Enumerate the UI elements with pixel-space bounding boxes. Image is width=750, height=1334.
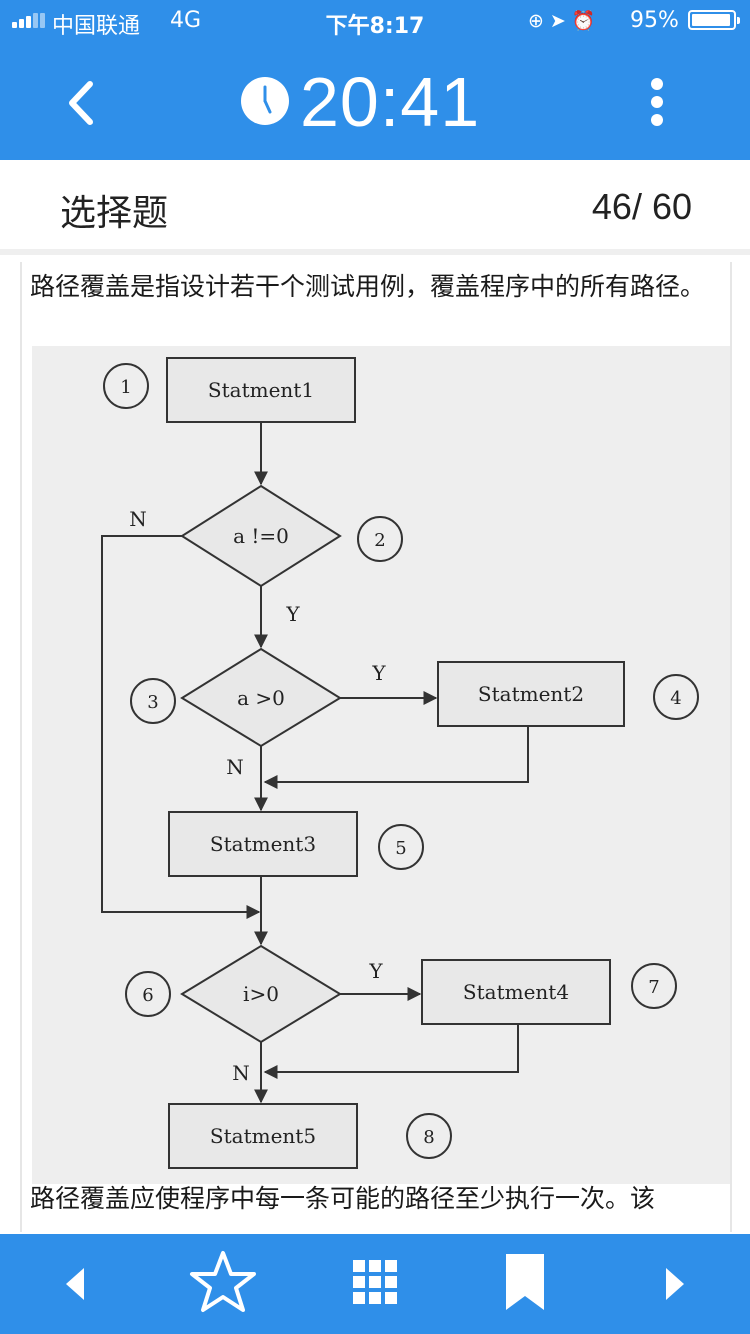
- flow-marker-6: [125, 971, 171, 1017]
- flow-marker-label-3: 3: [147, 692, 158, 713]
- grid-icon: [353, 1260, 397, 1304]
- flow-marker-5: [378, 824, 424, 870]
- flow-marker-label-8: 8: [423, 1127, 434, 1148]
- flow-marker-label-1: 1: [120, 377, 131, 398]
- star-icon: [190, 1251, 256, 1312]
- bookmark-icon: [506, 1254, 544, 1310]
- flow-marker-label-7: 7: [648, 977, 659, 998]
- question-grid-button[interactable]: [330, 1234, 420, 1334]
- flow-label-a-gt-0: a >0: [237, 686, 285, 710]
- flowchart-image: Statment1 a !=0 a >0 Statment2 Statment3…: [32, 346, 730, 1184]
- flow-label-a-ne-0: a !=0: [233, 524, 289, 548]
- network-label: 4G: [170, 8, 202, 33]
- flow-marker-label-2: 2: [374, 530, 385, 551]
- flow-marker-label-5: 5: [395, 838, 406, 859]
- flow-edge-y-1: Y: [285, 602, 300, 626]
- favorite-button[interactable]: [178, 1234, 268, 1334]
- flow-box-statment1: [166, 357, 356, 423]
- prev-button[interactable]: [30, 1234, 120, 1334]
- flow-marker-4: [653, 674, 699, 720]
- flow-marker-3: [130, 678, 176, 724]
- flow-box-statment3: [168, 811, 358, 877]
- battery-percent: 95%: [630, 8, 679, 33]
- status-icons: ⊕➤⏰: [528, 9, 602, 32]
- top-bar: 中国联通 4G 下午8:17 ⊕➤⏰ 95% 20:41: [0, 0, 750, 160]
- lock-rotation-icon: ⊕: [528, 10, 550, 32]
- flow-marker-7: [631, 963, 677, 1009]
- back-button[interactable]: [52, 70, 112, 136]
- bookmark-button[interactable]: [480, 1234, 570, 1334]
- flow-marker-1: [103, 363, 149, 409]
- flow-edge-y-2: Y: [371, 661, 386, 685]
- question-header: 选择题 46/ 60: [0, 160, 750, 255]
- alarm-icon: ⏰: [571, 10, 602, 32]
- battery-icon: [688, 10, 740, 30]
- flow-edge-n-2: N: [226, 755, 244, 779]
- question-content: 路径覆盖是指设计若干个测试用例，覆盖程序中的所有路径。: [20, 262, 732, 1232]
- flow-box-statment5: [168, 1103, 358, 1169]
- flow-box-statment4: [421, 959, 611, 1025]
- question-progress: 46/ 60: [591, 186, 692, 227]
- location-icon: ➤: [549, 10, 572, 32]
- flow-marker-label-6: 6: [142, 985, 153, 1006]
- question-explanation: 路径覆盖应使程序中每一条可能的路径至少执行一次。该: [30, 1184, 656, 1213]
- flow-marker-8: [406, 1113, 452, 1159]
- more-button[interactable]: [640, 76, 676, 128]
- flow-label-statment5: Statment5: [210, 1124, 316, 1148]
- flow-marker-label-4: 4: [670, 688, 681, 709]
- next-button[interactable]: [630, 1234, 720, 1334]
- flow-label-statment1: Statment1: [208, 378, 314, 402]
- next-icon: [666, 1268, 684, 1300]
- question-type: 选择题: [60, 193, 169, 234]
- clock-icon: [240, 76, 290, 126]
- flow-label-statment3: Statment3: [210, 832, 316, 856]
- prev-icon: [66, 1268, 84, 1300]
- flow-edge-n-1: N: [129, 507, 147, 531]
- signal-icon: [12, 12, 45, 28]
- flow-edge-n-3: N: [232, 1061, 250, 1085]
- status-bar: 中国联通 4G 下午8:17 ⊕➤⏰ 95%: [0, 0, 750, 40]
- flow-label-statment4: Statment4: [463, 980, 569, 1004]
- status-time: 下午8:17: [325, 14, 425, 39]
- flow-edge-y-3: Y: [368, 959, 383, 983]
- bottom-toolbar: [0, 1234, 750, 1334]
- flow-label-statment2: Statment2: [478, 682, 584, 706]
- flow-box-statment2: [437, 661, 625, 727]
- carrier-label: 中国联通: [52, 14, 141, 39]
- question-text: 路径覆盖是指设计若干个测试用例，覆盖程序中的所有路径。: [30, 272, 706, 301]
- flow-marker-2: [357, 516, 403, 562]
- flow-label-i-gt-0: i>0: [243, 982, 279, 1006]
- back-icon: [69, 81, 93, 125]
- countdown-timer: 20:41: [300, 63, 481, 141]
